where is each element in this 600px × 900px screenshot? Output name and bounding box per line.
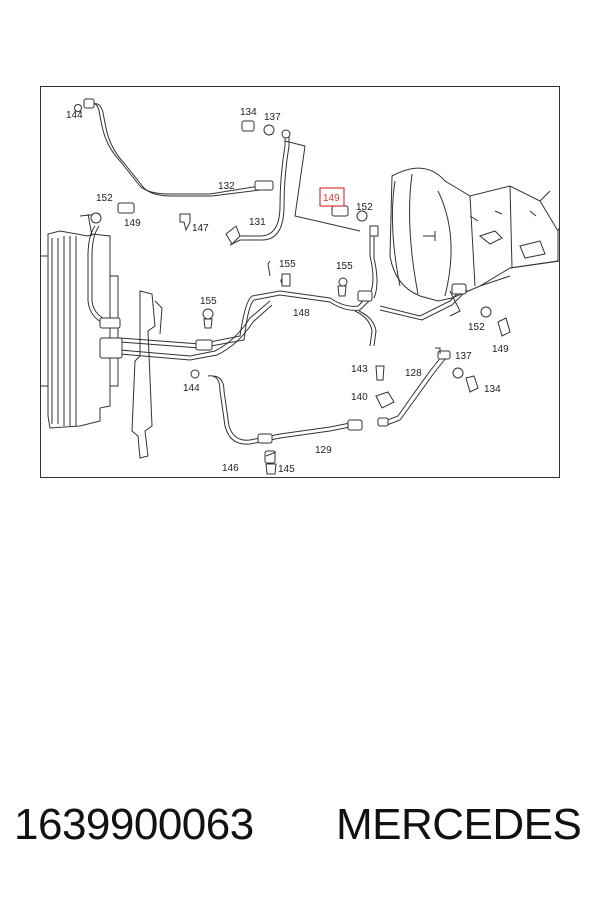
diagram-border: [40, 86, 560, 478]
callout-140: 140: [351, 392, 368, 403]
callout-137: 137: [455, 351, 472, 362]
product-caption: 1639900063 MERCEDES: [0, 800, 600, 860]
callout-132: 132: [218, 181, 235, 192]
pipe-lines: [87, 102, 468, 445]
callout-137: 137: [264, 112, 281, 123]
callout-146: 146: [222, 463, 239, 474]
transmission-drawing: [389, 167, 560, 302]
brand-name: MERCEDES: [336, 800, 582, 849]
callout-152: 152: [356, 202, 373, 213]
callout-134: 134: [240, 107, 257, 118]
part-number: 1639900063: [14, 800, 254, 849]
leader-lines: [267, 140, 461, 354]
callout-147: 147: [192, 223, 209, 234]
callout-148: 148: [293, 308, 310, 319]
callout-155: 155: [279, 259, 296, 270]
callout-149: 149: [492, 344, 509, 355]
callout-155: 155: [336, 261, 353, 272]
highlight-box-149: [319, 187, 345, 207]
callout-145: 145: [278, 464, 295, 475]
callout-152: 152: [468, 322, 485, 333]
callout-128: 128: [405, 368, 422, 379]
callout-129: 129: [315, 445, 332, 456]
callout-152: 152: [96, 193, 113, 204]
callout-149-highlighted: 149: [323, 193, 340, 204]
fittings: [74, 98, 511, 475]
callout-131: 131: [249, 217, 266, 228]
parts-diagram: 144 134 137 132 152 149 147 131 149 152 …: [40, 86, 560, 478]
callout-149: 149: [124, 218, 141, 229]
callout-labels: 144 134 137 132 152 149 147 131 149 152 …: [66, 107, 509, 475]
callout-143: 143: [351, 364, 368, 375]
callout-144: 144: [66, 110, 83, 121]
callout-155: 155: [200, 296, 217, 307]
callout-134: 134: [484, 384, 501, 395]
diagram-svg: 144 134 137 132 152 149 147 131 149 152 …: [40, 86, 560, 478]
callout-144: 144: [183, 383, 200, 394]
